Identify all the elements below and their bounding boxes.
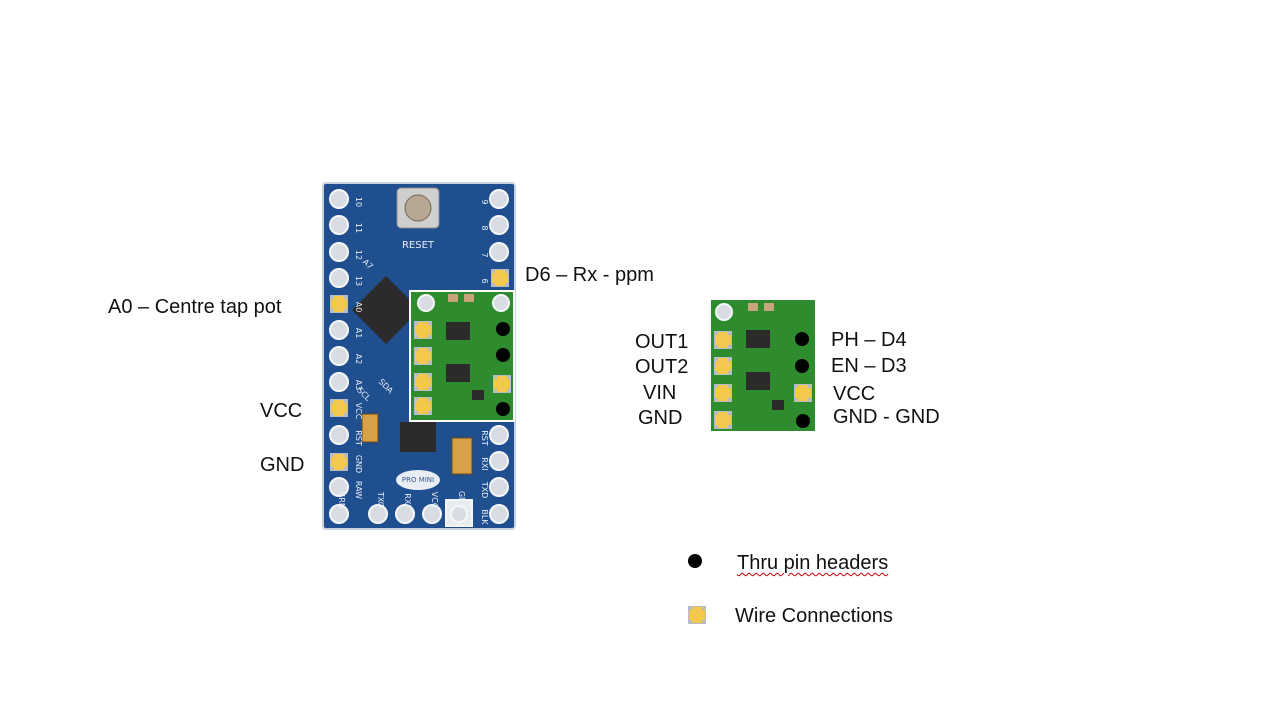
arduino-right-pin-label: BLK	[480, 509, 489, 525]
driver-ph-thru-pin	[795, 332, 809, 346]
arduino-bottom-pin-label: GND	[457, 491, 466, 509]
d6-wire-pad	[491, 269, 509, 287]
driver-vcc-pad	[794, 384, 812, 402]
vcc-wire-pad	[330, 399, 348, 417]
label-gnd-left: GND	[260, 454, 305, 476]
arduino-left-pin-label: RAW	[354, 481, 363, 499]
a0-wire-pad	[330, 295, 348, 313]
driver-vin-pad	[714, 384, 732, 402]
label-vcc-left: VCC	[260, 400, 303, 422]
reset-silkscreen: RESET	[402, 240, 435, 251]
arduino-right-pin-column	[489, 189, 509, 524]
overlay-gnd-thru-pin	[496, 402, 510, 416]
legend-thru-pin-icon	[688, 554, 702, 568]
arduino-left-pin-column	[329, 189, 349, 524]
legend-thru-pin-label: Thru pin headers	[737, 551, 888, 575]
label-out1: OUT1	[635, 331, 689, 353]
driver-gnd-thru-pin	[796, 414, 810, 428]
driver-out2-pad	[714, 357, 732, 375]
arduino-left-pin-label: 13	[354, 276, 363, 286]
arduino-right-pin-label: 6	[480, 278, 489, 283]
arduino-bottom-pin-label: TXO	[376, 491, 385, 508]
label-gnd-gnd: GND - GND	[833, 406, 940, 428]
arduino-bottom-pin-label: RXI	[403, 493, 412, 506]
arduino-right-pin-label: 8	[480, 225, 489, 230]
arduino-left-pin-label: A3	[354, 380, 363, 391]
overlay-vin-pad	[414, 373, 432, 391]
arduino-left-pin-label: A1	[354, 328, 363, 339]
label-gnd-driver: GND	[638, 407, 683, 429]
arduino-right-pin-label: 7	[480, 252, 489, 257]
arduino-right-pin-label: RXI	[480, 457, 489, 470]
arduino-right-pin-label: 9	[480, 199, 489, 204]
legend-wire-label: Wire Connections	[735, 605, 893, 627]
arduino-bottom-pin-row	[368, 499, 473, 527]
arduino-left-pin-label: GND	[354, 455, 363, 473]
overlay-gnd-pad	[414, 397, 432, 415]
pro-mini-silkscreen: PRO MINI	[402, 476, 434, 484]
legend-wire-pad-icon	[688, 606, 706, 624]
overlay-ph-thru-pin	[496, 322, 510, 336]
label-d6: D6 – Rx - ppm	[525, 264, 654, 286]
arduino-left-pin-label: 10	[354, 197, 363, 207]
gnd-wire-pad	[330, 453, 348, 471]
arduino-bottom-pin-label: GRN	[337, 491, 346, 509]
overlay-en-thru-pin	[496, 348, 510, 362]
arduino-right-pin-label: TXD	[480, 481, 489, 499]
label-en: EN – D3	[831, 355, 907, 377]
arduino-left-pin-label: RST	[354, 430, 363, 446]
arduino-right-pin-label: RST	[480, 430, 489, 446]
legend-thru-pin-text: Thru pin headers	[737, 552, 889, 574]
driver-out1-pad	[714, 331, 732, 349]
arduino-left-pin-label: VCC	[354, 403, 363, 420]
label-vcc-driver: VCC	[833, 383, 876, 405]
arduino-left-pin-label: 11	[354, 223, 363, 233]
arduino-left-pin-label: A0	[354, 302, 363, 313]
overlay-out2-pad	[414, 347, 432, 365]
overlay-out1-pad	[414, 321, 432, 339]
arduino-left-pin-label: 12	[354, 250, 363, 260]
arduino-left-pin-label: A2	[354, 354, 363, 365]
overlay-vcc-pad	[493, 375, 511, 393]
label-out2: OUT2	[635, 356, 689, 378]
arduino-bottom-pin-label: VCC	[430, 492, 439, 509]
label-ph: PH – D4	[831, 329, 907, 351]
driver-en-thru-pin	[795, 359, 809, 373]
label-a0: A0 – Centre tap pot	[108, 296, 282, 318]
driver-gnd-pad	[714, 411, 732, 429]
label-vin: VIN	[643, 382, 677, 404]
